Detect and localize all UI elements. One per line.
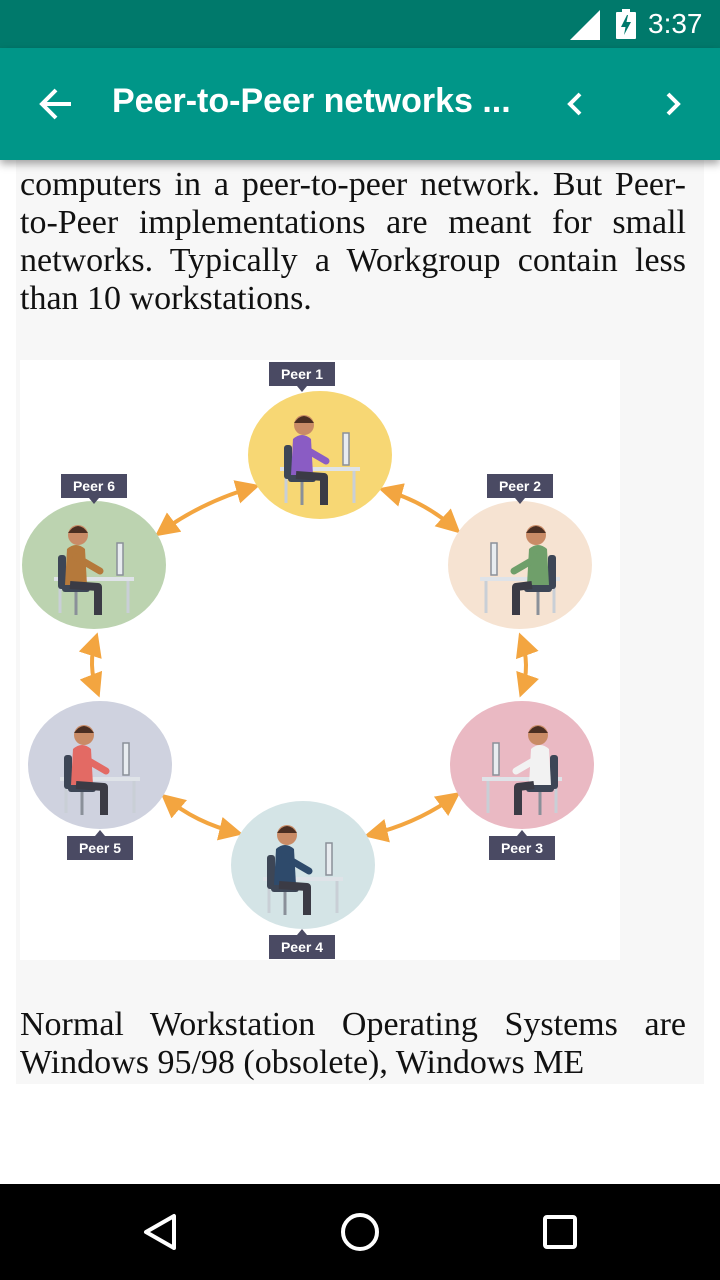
- connection-arrow: [363, 792, 461, 843]
- arrow-back-icon: [39, 88, 71, 120]
- connection-arrow: [515, 632, 539, 698]
- peer-label: Peer 5: [67, 830, 133, 860]
- peer-to-peer-diagram: Peer 1 Peer 2 Peer 3 Peer 4 Peer 5 Peer 6: [20, 360, 620, 960]
- chevron-left-icon: [567, 92, 582, 116]
- previous-page-button[interactable]: [552, 76, 600, 132]
- peer-label-text: Peer 3: [501, 840, 543, 856]
- article-content[interactable]: There is no limitation for the number of…: [16, 48, 704, 1084]
- person-at-computer-icon: [54, 525, 134, 615]
- peer-label: Peer 2: [487, 474, 553, 504]
- peer-label: Peer 1: [269, 362, 335, 392]
- peer-label-text: Peer 2: [499, 478, 541, 494]
- status-time: 3:37: [648, 8, 703, 39]
- peer-node: Peer 2: [448, 474, 592, 629]
- peer-label-text: Peer 6: [73, 478, 115, 494]
- connection-arrow: [378, 483, 461, 534]
- connection-arrow: [78, 632, 103, 698]
- peer-label: Peer 6: [61, 474, 127, 504]
- nav-recents-icon[interactable]: [536, 1208, 584, 1256]
- person-at-computer-icon: [60, 725, 140, 815]
- peer-label: Peer 4: [269, 929, 335, 959]
- peer-label: Peer 3: [489, 830, 555, 860]
- peer-network-graphic: Peer 1 Peer 2 Peer 3 Peer 4 Peer 5 Peer 6: [22, 362, 594, 959]
- person-at-computer-icon: [263, 825, 343, 915]
- app-bar: Peer-to-Peer networks ...: [0, 48, 720, 160]
- page-title: Peer-to-Peer networks ...: [112, 82, 511, 120]
- peer-label-text: Peer 1: [281, 366, 323, 382]
- person-at-computer-icon: [280, 415, 360, 505]
- status-bar: 3:37: [0, 0, 720, 48]
- peer-node: Peer 4: [231, 801, 375, 959]
- peer-label-text: Peer 4: [281, 939, 323, 955]
- article-paragraph-bottom: Normal Workstation Operating Systems are…: [20, 1006, 686, 1081]
- nav-back-icon[interactable]: [136, 1208, 184, 1256]
- next-page-button[interactable]: [648, 76, 696, 132]
- peer-node: Peer 5: [28, 701, 172, 860]
- battery-charging-icon: [616, 9, 636, 39]
- back-button[interactable]: [28, 76, 84, 132]
- peer-node: Peer 1: [248, 362, 392, 519]
- connection-arrow: [160, 793, 244, 841]
- signal-icon: [570, 10, 600, 40]
- nav-home-icon[interactable]: [336, 1208, 384, 1256]
- chevron-right-icon: [666, 92, 681, 116]
- peer-node: Peer 3: [450, 701, 594, 860]
- peer-node: Peer 6: [22, 474, 166, 629]
- connection-arrow: [154, 480, 260, 537]
- person-at-computer-icon: [480, 525, 560, 615]
- person-at-computer-icon: [482, 725, 562, 815]
- system-navigation-bar: [0, 1184, 720, 1280]
- peer-label-text: Peer 5: [79, 840, 121, 856]
